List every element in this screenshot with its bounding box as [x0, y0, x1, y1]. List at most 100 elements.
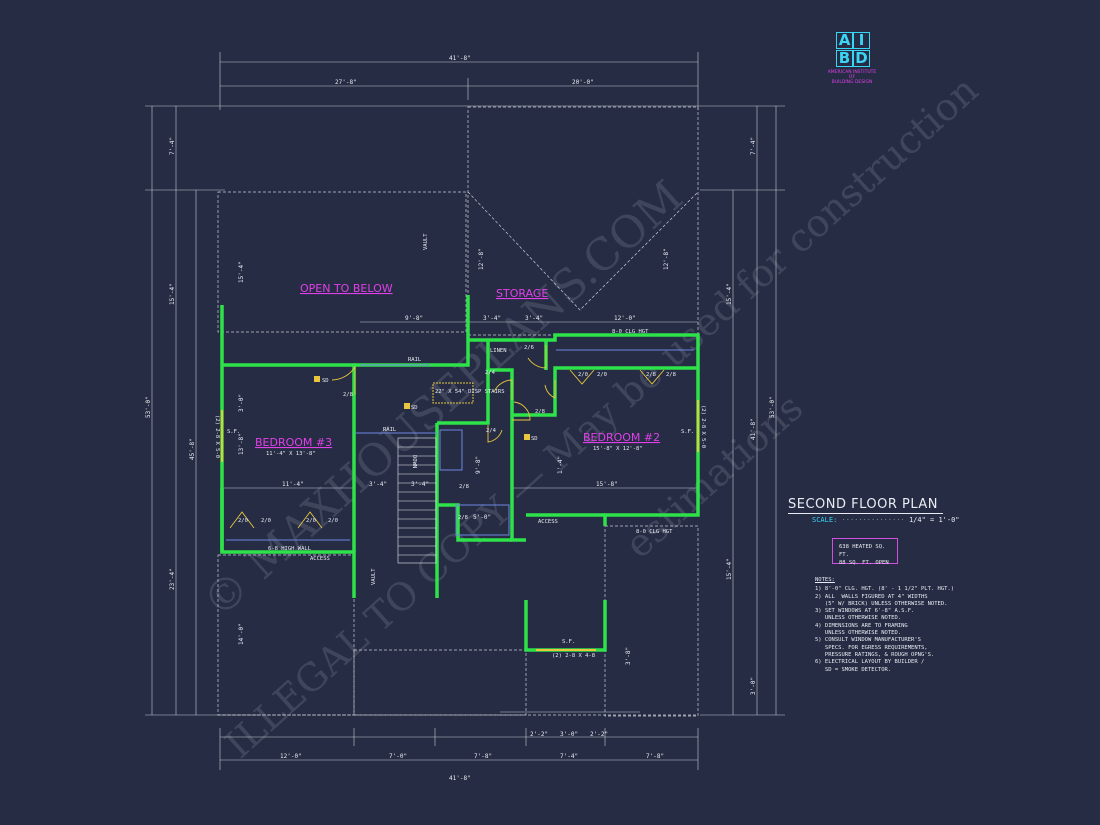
- note-line: UNLESS OTHERWISE NOTED.: [815, 615, 902, 622]
- window-label-left: (2) 2-8 X 5-0: [214, 415, 220, 458]
- vault-label-2: VAULT: [371, 568, 377, 585]
- door-tag: 2/8: [343, 392, 353, 398]
- open-area: 88 SQ. FT. OPEN: [839, 560, 889, 566]
- dimension-lines: [145, 52, 785, 770]
- vault-label-1: VAULT: [423, 233, 429, 250]
- plan-title: SECOND FLOOR PLAN: [788, 497, 939, 512]
- window-label-bottom: (2) 2-8 X 4-8: [552, 653, 595, 659]
- dim-right-overall: 53'-0": [769, 396, 776, 418]
- dim-left-f: 13'-8": [238, 433, 245, 455]
- scale-value: 1/4" = 1'-0": [908, 516, 960, 524]
- window-label-right: (2) 2-8 X 5-0: [700, 405, 706, 448]
- dim-left-d: 23'-4": [169, 568, 176, 590]
- dim-inner-m: 12'-8": [478, 248, 485, 270]
- dim-top-overall: 41'-8": [449, 55, 471, 62]
- access-label-2: ACCESS: [538, 519, 558, 525]
- dim-bottom-e: 7'-8": [646, 753, 664, 760]
- access-label-1: ACCESS: [310, 556, 330, 562]
- door-tag: 2/4: [486, 428, 497, 434]
- note-line: PRESSURE RATINGS, & ROUGH OPNG'S.: [815, 651, 935, 658]
- note-line: SD = SMOKE DETECTOR.: [815, 666, 892, 673]
- logo-letter-a: A: [836, 32, 853, 49]
- door-swings: [229, 345, 665, 529]
- dim-inner-i: 5'-0": [473, 514, 491, 521]
- dim-right-d: 15'-4": [726, 558, 733, 580]
- interior-details: [226, 349, 694, 541]
- aibd-logo: A I B D AMERICAN INSTITUTE OF BUILDING D…: [820, 30, 884, 90]
- dim-inner-b: 3'-4": [483, 315, 501, 322]
- bedroom2-name: BEDROOM #2: [583, 431, 660, 444]
- sf-label-right: S.F.: [681, 429, 694, 435]
- dim-bottom-c: 7'-8": [474, 753, 492, 760]
- door-tag: 2/0: [261, 518, 271, 524]
- dim-bottom-d: 7'-4": [560, 753, 578, 760]
- door-tag: 2/8: [666, 372, 676, 378]
- storage-label: STORAGE: [496, 287, 548, 300]
- dim-left-e: 14'-0": [238, 623, 245, 645]
- note-line: 4) DIMENSIONS ARE TO FRAMING: [815, 622, 908, 629]
- clg-label-1: 8-0 CLG HGT: [612, 329, 649, 335]
- windows: [221, 400, 699, 651]
- sd-label-1: SD: [322, 378, 329, 384]
- sd-label-2: SD: [411, 405, 418, 411]
- dim-inner-f: 3'-4": [369, 481, 387, 488]
- rail-label-1: RAIL: [408, 357, 422, 363]
- linen-label: LINEN: [490, 348, 507, 354]
- dim-left-c: 45'-8": [189, 438, 196, 460]
- area-summary-box: 638 HEATED SQ. FT. 88 SQ. FT. OPEN: [832, 538, 898, 566]
- dim-left-b: 15'-4": [169, 283, 176, 305]
- dim-right-h: 3'-8": [625, 647, 632, 665]
- door-tag: 2/0: [578, 372, 588, 378]
- dim-bottom-f: 2'-2": [530, 731, 548, 738]
- stairs: [397, 437, 437, 564]
- dim-right-c: 41'-8": [750, 418, 757, 440]
- dim-top-left: 27'-8": [335, 79, 357, 86]
- logo-letter-i: I: [853, 32, 870, 49]
- bedroom3-name: BEDROOM #3: [255, 436, 332, 449]
- dim-right-a: 7'-4": [750, 137, 757, 155]
- dim-inner-g: 3'-4": [411, 481, 429, 488]
- note-line: 2) ALL WALLS FIGURED AT 4" WIDTHS: [815, 593, 928, 600]
- note-line: SPECS. FOR EGRESS REQUIREMENTS,: [815, 644, 928, 651]
- bedroom2-size: 15'-8" X 12'-8": [593, 446, 643, 452]
- note-line: UNLESS OTHERWISE NOTED.: [815, 630, 902, 637]
- dim-inner-c: 3'-4": [525, 315, 543, 322]
- door-tag: 2/6: [524, 345, 534, 351]
- notes-block: NOTES: 1) 8'-0" CLG. HGT. (8' - 1 1/2" P…: [815, 577, 985, 674]
- sf-label-left: S.F.: [227, 429, 240, 435]
- dim-inner-l: 9'-8": [475, 456, 482, 474]
- scale-label: SCALE:: [812, 516, 838, 524]
- dim-inner-e: 11'-4": [282, 481, 304, 488]
- dim-right-e: 12'-8": [663, 248, 670, 270]
- door-tag: 2/8: [459, 484, 469, 490]
- dim-left-overall: 53'-0": [145, 396, 152, 418]
- dim-left-g: 3'-0": [238, 394, 245, 412]
- clg-label-2: 8-0 CLG HGT: [636, 529, 673, 535]
- dim-left-a: 7'-4": [169, 137, 176, 155]
- down-label: DOWN: [411, 455, 417, 468]
- dim-bottom-h: 2'-2": [590, 731, 608, 738]
- heated-area: 638 HEATED SQ. FT.: [839, 544, 886, 558]
- high-wall-label: 6-8 HIGH WALL: [268, 546, 312, 552]
- note-line: 3) SET WINDOWS AT 6'-8" A.S.F.: [815, 608, 915, 615]
- logo-caption-3: BUILDING DESIGN: [831, 80, 873, 85]
- sd-label-3: SD: [531, 436, 538, 442]
- dim-inner-h: 15'-8": [596, 481, 618, 488]
- door-tag: 2/0: [597, 372, 607, 378]
- dim-inner-d: 12'-0": [614, 315, 636, 322]
- disp-stairs-label: 22" X 54" DISP STAIRS: [435, 389, 505, 395]
- title-underline: [788, 513, 943, 514]
- open-to-below-label: OPEN TO BELOW: [300, 282, 393, 295]
- scale-line: SCALE: ··············· 1/4" = 1'-0": [812, 516, 960, 524]
- door-tag: 2/0: [306, 518, 316, 524]
- note-line: 5) CONSULT WINDOW MANUFACTURER'S: [815, 637, 921, 644]
- dim-left-b2: 15'-4": [238, 261, 245, 283]
- note-line: 1) 8'-0" CLG. HGT. (8' - 1 1/2" PLT. HGT…: [815, 586, 955, 593]
- door-tag: 2/0: [238, 518, 248, 524]
- door-tag: 2/8: [646, 372, 656, 378]
- notes-title: NOTES:: [815, 577, 835, 583]
- door-tag: 2/0: [328, 518, 338, 524]
- dim-bottom-overall: 41'-8": [449, 775, 471, 782]
- dim-bottom-a: 12'-0": [280, 753, 302, 760]
